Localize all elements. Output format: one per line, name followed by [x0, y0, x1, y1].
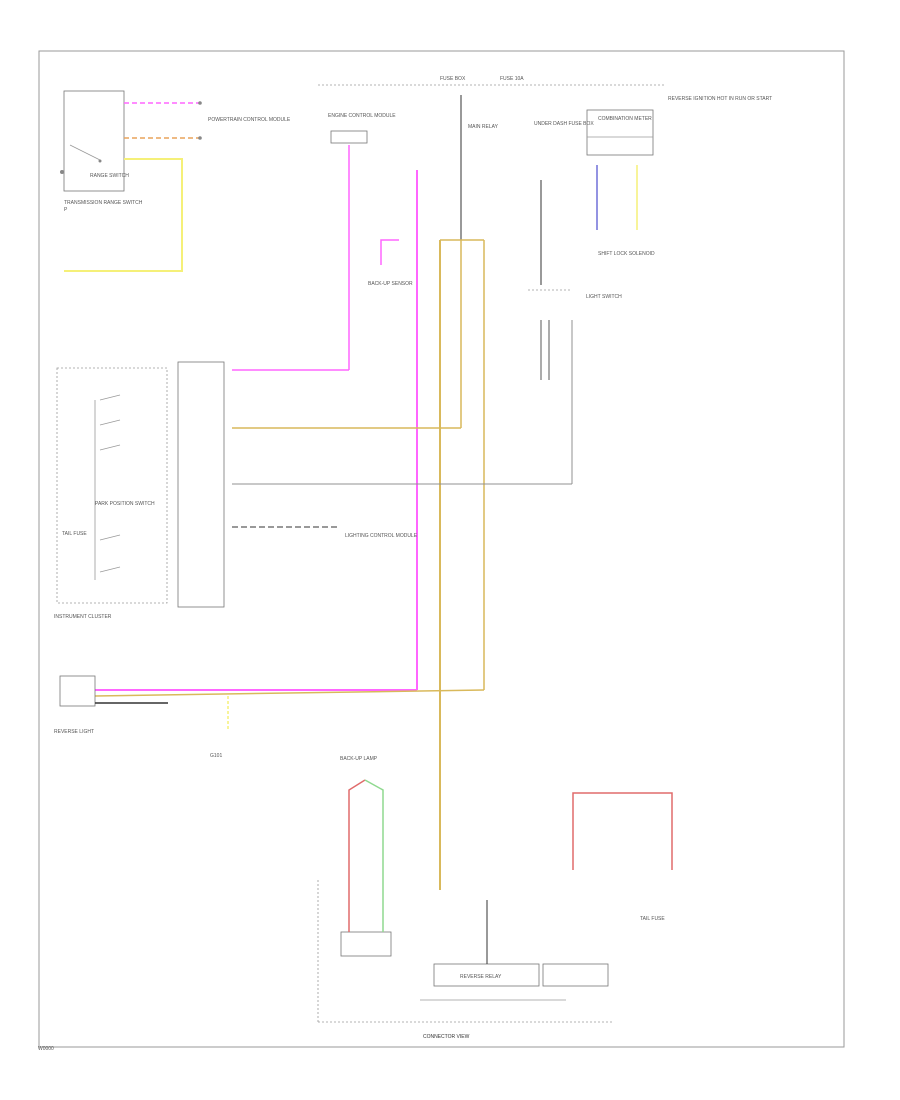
svg-text:COMBINATION METER: COMBINATION METER	[598, 116, 652, 122]
backup-lamp-box: BACK-UP LAMP	[340, 756, 392, 957]
shift-lock-label: SHIFT LOCK SOLENOID	[598, 251, 655, 257]
park-position-label: P	[64, 207, 68, 213]
lighting-control-label: LIGHTING CONTROL MODULE	[345, 533, 418, 539]
ecm-connector: ENGINE CONTROL MODULE	[328, 113, 396, 144]
main-relay-label: MAIN RELAY	[468, 124, 499, 130]
svg-text:BACK-UP LAMP: BACK-UP LAMP	[340, 756, 378, 762]
sensor-label: BACK-UP SENSOR	[368, 281, 413, 287]
ground-label: G101	[210, 753, 222, 759]
wire-pink-branch	[380, 239, 399, 265]
wire-yellow	[64, 158, 183, 272]
range-switch-group: RANGE SWITCH TRANSMISSION RANGE SWITCH P	[60, 90, 143, 213]
page-code: W0000	[38, 1046, 54, 1052]
light-switch-label: LIGHT SWITCH	[586, 294, 622, 300]
svg-text:INSTRUMENT CLUSTER: INSTRUMENT CLUSTER	[54, 614, 112, 620]
combination-meter-box: COMBINATION METER	[586, 109, 654, 156]
wire-red-lamp	[348, 779, 366, 932]
diagram-frame	[38, 50, 845, 1048]
relay-side-box	[542, 963, 609, 987]
transmission-switch-label: TRANSMISSION RANGE SWITCH	[64, 200, 143, 206]
tail-right-label: TAIL FUSE	[640, 916, 665, 922]
right-ignition-label: REVERSE IGNITION HOT IN RUN OR START	[668, 96, 772, 102]
bottom-caption: CONNECTOR VIEW	[423, 1034, 470, 1040]
instrument-cluster: PARK POSITION SWITCH TAIL FUSE INSTRUMEN…	[54, 361, 225, 620]
reverse-relay-box: REVERSE RELAY	[433, 963, 540, 987]
reverse-light-module: REVERSE LIGHT	[54, 675, 96, 735]
fuse-box-label: FUSE BOX	[440, 76, 466, 82]
powertrain-label: POWERTRAIN CONTROL MODULE	[208, 117, 291, 123]
svg-text:PARK POSITION SWITCH: PARK POSITION SWITCH	[95, 501, 155, 507]
svg-text:ENGINE CONTROL MODULE: ENGINE CONTROL MODULE	[328, 113, 396, 119]
wire-tan-bottom	[94, 689, 485, 697]
fuse-label: FUSE 10A	[500, 76, 524, 82]
wire-green-lamp	[364, 779, 384, 932]
range-switch-label: RANGE SWITCH	[90, 173, 129, 179]
svg-text:REVERSE LIGHT: REVERSE LIGHT	[54, 729, 94, 735]
svg-text:REVERSE RELAY: REVERSE RELAY	[460, 974, 502, 980]
svg-text:TAIL FUSE: TAIL FUSE	[62, 531, 87, 537]
junction-label: UNDER DASH FUSE BOX	[534, 121, 594, 127]
wire-red-right	[572, 792, 673, 870]
